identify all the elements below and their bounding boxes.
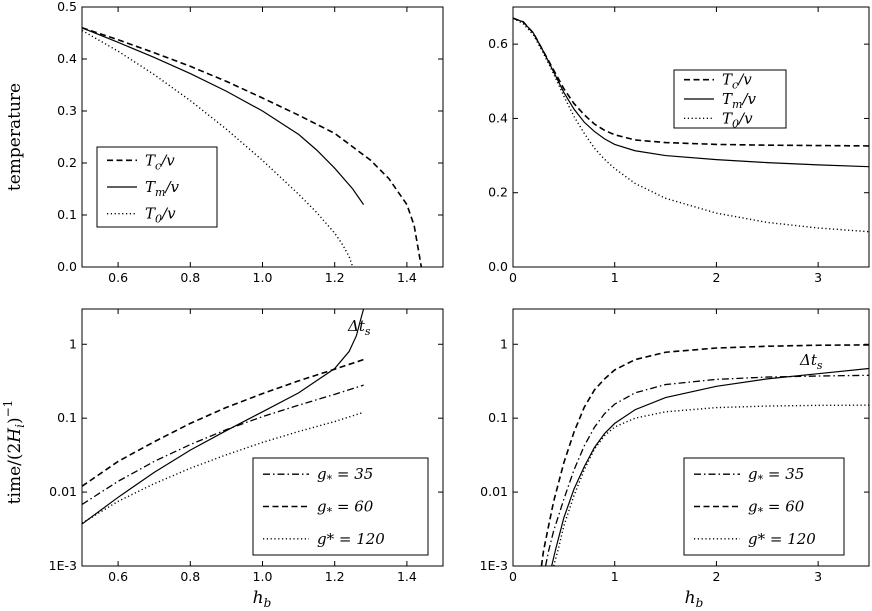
plot-frame [512,6,870,268]
x-tick-label: 3 [814,569,822,584]
x-tick-label: 1.4 [397,270,417,285]
series-line-1 [544,374,869,566]
series-line-1 [82,27,365,205]
series-line-3 [553,404,869,566]
y-tick-label: 0.01 [480,484,508,499]
legend-label: g* = 120 [317,530,385,548]
x-tick-label: 0 [509,569,517,584]
ylabel-top: temperature [5,83,25,191]
figure-labels: temperature time/(2Hi)−1 hb hb [1,83,703,610]
legend: Tc/vTm/vT0/v [673,69,787,130]
series-line-2 [82,358,364,487]
x-tick-label: 0.8 [180,569,200,584]
legend-label: T0/v [145,205,176,226]
y-tick-label: 0.4 [488,110,508,125]
legend-label: g* = 120 [748,530,816,548]
x-tick-label: 1.2 [325,569,345,584]
ylabel-bottom: time/(2Hi)−1 [1,400,27,505]
x-tick-label: 1 [611,569,619,584]
legend-label: Tc/v [145,151,175,172]
y-tick-label: 0.1 [57,207,77,222]
x-tick-label: 1.0 [253,569,273,584]
y-tick-label: 0.1 [488,410,508,425]
y-tick-label: 0.01 [49,484,77,499]
y-tick-label: 0.3 [57,103,77,118]
legend-label: g* = 60 [317,498,374,519]
y-tick-label: 0.5 [57,0,77,14]
series-line-0 [551,367,869,566]
panel-top-left: 0.6 0.8 1.0 1.2 1.4 0.0 0.1 0.2 0.3 0.4 0.5Tc/vTm/… [57,0,444,285]
series-line-0 [82,27,423,267]
y-tick-label: 0.1 [57,410,77,425]
legend: Tc/vTm/vT0/v [96,146,218,228]
x-tick-label: 3 [814,270,822,285]
panel-top-right: 0 1 2 3 0.0 0.2 0.4 0.6Tc/vTm/vT0/v [488,6,870,285]
series-line-1 [513,17,869,168]
y-tick-label: 1E-3 [480,558,508,573]
legend-label: g* = 35 [317,465,373,486]
series-line-1 [82,384,364,506]
legend: g* = 35 g* = 60 g* = 120 [252,457,429,556]
legend-label: g* = 35 [748,465,804,486]
legend-label: Tm/v [722,90,757,111]
x-tick-label: 1.4 [397,569,417,584]
legend: g* = 35 g* = 60 g* = 120 [683,457,845,556]
x-tick-label: 1.2 [325,270,345,285]
series-line-0 [82,309,365,525]
annotation-label: Δts [799,351,823,372]
legend-label: Tm/v [145,178,180,199]
y-tick-label: 0.6 [488,36,508,51]
series-line-2 [82,29,354,267]
legend-label: g* = 60 [748,498,805,519]
y-tick-label: 0.0 [488,259,508,274]
y-tick-label: 0.2 [57,155,77,170]
y-tick-label: 1 [69,336,77,351]
y-tick-label: 0.0 [57,259,77,274]
series-line-3 [82,411,364,524]
xlabel-right: hb [685,588,704,610]
plot-frame [512,308,870,567]
y-tick-label: 1 [500,336,508,351]
x-tick-label: 0.6 [108,569,128,584]
x-tick-label: 0 [509,270,517,285]
xlabel-left: hb [253,588,272,610]
y-tick-label: 1E-3 [49,558,77,573]
x-tick-label: 0.6 [108,270,128,285]
x-tick-label: 2 [712,270,720,285]
legend-label: Tc/v [722,71,752,92]
series-line-2 [540,344,869,566]
y-tick-label: 0.2 [488,185,508,200]
x-tick-label: 1.0 [253,270,273,285]
annotation-label: Δts [347,317,371,338]
x-tick-label: 1 [611,270,619,285]
legend-label: T0/v [722,109,753,130]
y-tick-label: 0.4 [57,51,77,66]
x-tick-label: 0.8 [180,270,200,285]
x-tick-label: 2 [712,569,720,584]
